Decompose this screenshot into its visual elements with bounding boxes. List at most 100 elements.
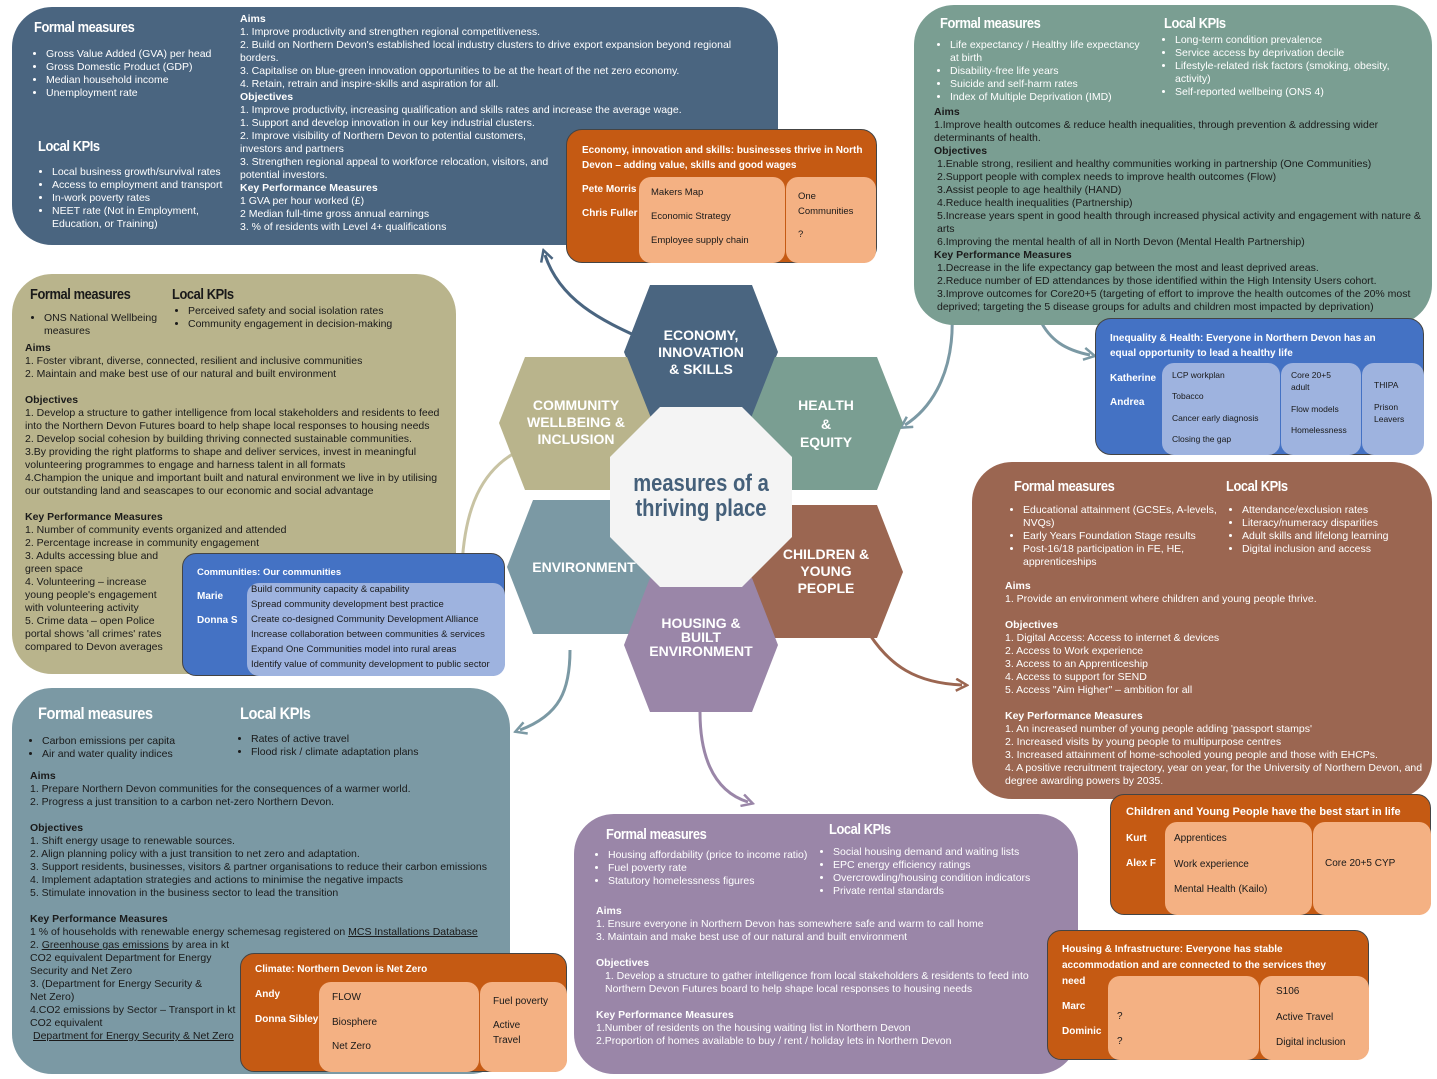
section-heading: Key Performance Measures — [240, 182, 378, 194]
owner-name: Andy — [255, 989, 280, 1000]
hex-label-line: WELLBEING & — [527, 414, 625, 430]
children-body: Aims 1. Provide an environment where chi… — [1005, 580, 1425, 788]
hex-housing-label: HOUSING & BUILT ENVIRONMENT — [624, 616, 778, 658]
health-kpi-title: Local KPIs — [1164, 15, 1226, 32]
kpm-text: by area in kt CO2 equivalent Department … — [30, 939, 230, 977]
list-item: 2 Median full-time gross annual earnings — [240, 208, 430, 220]
hex-economy-label: ECONOMY, INNOVATION & SKILLS — [624, 327, 778, 378]
hex-health-label: HEALTH & EQUITY — [749, 397, 903, 451]
environment-kpm-3: 3. (Department for Energy Security & Net… — [30, 978, 203, 1003]
list-item: 1.Improve health outcomes & reduce healt… — [934, 119, 1379, 144]
list-item: 1 GVA per hour worked (£) — [240, 195, 365, 207]
card-item: Build community capacity & capability — [251, 584, 410, 595]
list-item: Gross Value Added (GVA) per head — [46, 48, 236, 61]
health-objectives: 1.Enable strong, resilient and healthy c… — [934, 158, 1428, 249]
owner-name: Marc — [1062, 1001, 1086, 1012]
card-item: Mental Health (Kailo) — [1174, 884, 1268, 895]
section-heading: Aims — [1005, 580, 1031, 592]
children-aims: 1. Provide an environment where children… — [1005, 593, 1425, 606]
housing-kpm: 1.Number of residents on the housing wai… — [596, 1022, 1066, 1048]
economy-card-col2: One Communities ? — [786, 177, 876, 263]
economy-objectives: 1. Improve productivity, increasing qual… — [240, 104, 760, 182]
arrow-health-card — [1038, 319, 1090, 355]
list-item: 4. Access to support for SEND — [1005, 671, 1147, 683]
health-card-col2: Core 20+5 adult Flow models Homelessness — [1281, 363, 1361, 455]
children-card-col2: Core 20+5 CYP — [1313, 822, 1431, 915]
list-item: 3.By providing the right platforms to sh… — [25, 446, 417, 471]
hex-housing[interactable] — [624, 578, 778, 712]
health-formal-list: Life expectancy / Healthy life expectanc… — [936, 39, 1150, 104]
hex-label-line: ECONOMY, — [663, 327, 739, 343]
arrow-environment — [520, 649, 572, 730]
list-item: Private rental standards — [833, 885, 1078, 898]
card-item: Create co-designed Community Development… — [251, 614, 479, 625]
list-item: Unemployment rate — [46, 87, 236, 100]
card-title: Inequality & Health: Everyone in Norther… — [1110, 333, 1376, 344]
list-item: 2. Improve visibility of Northern Devon … — [240, 130, 526, 155]
list-item: Perceived safety and social isolation ra… — [188, 305, 456, 318]
card-title: Climate: Northern Devon is Net Zero — [255, 964, 428, 975]
card-title: Housing & Infrastructure: Everyone has s… — [1062, 944, 1283, 955]
list-item: 2. Build on Northern Devon's established… — [240, 39, 732, 64]
list-item: 4. Retain, retrain and inspire-skills an… — [240, 78, 499, 90]
owner-name: Donna Sibley — [255, 1014, 319, 1025]
housing-kpi-list: Social housing demand and waiting lists … — [819, 846, 1078, 898]
hex-label-line: & — [820, 416, 832, 432]
environment-panel: Formal measures Carbon emissions per cap… — [12, 688, 510, 1074]
list-item: 1. Develop a structure to gather intelli… — [25, 407, 440, 432]
section-heading: Objectives — [596, 957, 650, 969]
hex-label-line: PEOPLE — [797, 580, 855, 596]
list-item: 2. Increased visits by young people to m… — [1005, 736, 1282, 748]
list-item: 3. Strengthen regional appeal to workfor… — [240, 156, 549, 181]
card-item: Economic Strategy — [651, 211, 731, 222]
housing-card-col2: S106 Active Travel Digital inclusion — [1260, 976, 1369, 1060]
list-item: 2. Access to Work experience — [1005, 645, 1144, 657]
community-aims: 1. Foster vibrant, diverse, connected, r… — [25, 355, 450, 381]
list-item: Flood risk / climate adaptation plans — [251, 746, 491, 759]
children-kpi-title: Local KPIs — [1226, 478, 1288, 495]
card-item: Spread community development best practi… — [251, 599, 444, 610]
mcs-database-link[interactable]: MCS Installations Database — [348, 926, 478, 938]
list-item: 2. Percentage increase in community enga… — [25, 537, 260, 549]
list-item: 3. Maintain and make best use of our nat… — [596, 931, 908, 943]
environment-card-col1: FLOW Biosphere Net Zero — [319, 982, 479, 1072]
community-kpm: 1. Number of community events organized … — [25, 524, 450, 654]
list-item: 3.Assist people to age healthily (HAND) — [937, 184, 1122, 196]
owner-name: Alex F — [1126, 858, 1157, 869]
health-card-col1: LCP workplan Tobacco Cancer early diagno… — [1162, 363, 1280, 455]
housing-panel: Formal measures Housing affordability (p… — [574, 814, 1078, 1074]
environment-aims: 1. Prepare Northern Devon communities fo… — [30, 783, 508, 809]
community-card-items: Build community capacity & capability Sp… — [247, 583, 505, 676]
list-item: 2. Maintain and make best use of our nat… — [25, 368, 337, 380]
list-item: Post-16/18 participation in FE, HE, appr… — [1023, 543, 1228, 569]
list-item: 5. Access "Aim Higher" – ambition for al… — [1005, 684, 1193, 696]
center-octagon — [610, 407, 792, 587]
card-item: ? — [1117, 1036, 1123, 1047]
section-heading: Objectives — [30, 822, 84, 834]
desnz-link[interactable]: Department for Energy Security & Net Zer… — [33, 1030, 234, 1042]
card-item: ? — [1117, 1011, 1123, 1022]
owner-name: Chris Fuller — [582, 208, 638, 219]
owner-name: Donna S — [197, 615, 238, 626]
card-item: Digital inclusion — [1276, 1037, 1346, 1048]
card-item: adult — [1291, 382, 1310, 392]
section-heading: Key Performance Measures — [934, 249, 1072, 261]
card-item: Apprentices — [1174, 833, 1227, 844]
list-item: Life expectancy / Healthy life expectanc… — [950, 39, 1150, 65]
ghg-emissions-link[interactable]: Greenhouse gas emissions — [41, 939, 169, 951]
card-item: Prison — [1374, 402, 1399, 412]
environment-kpm-4: 4.CO2 emissions by Sector – Transport in… — [30, 1004, 236, 1029]
section-heading: Aims — [934, 106, 960, 118]
housing-body: Aims 1. Ensure everyone in Northern Devo… — [596, 905, 1066, 1048]
section-heading: Objectives — [25, 394, 79, 406]
community-formal-title: Formal measures — [30, 286, 131, 303]
list-item: Rates of active travel — [251, 733, 491, 746]
section-heading: Aims — [596, 905, 622, 917]
card-item: LCP workplan — [1172, 370, 1225, 380]
list-item: 1. Improve productivity and strengthen r… — [240, 26, 540, 38]
list-item: 2. Develop social cohesion by building t… — [25, 433, 412, 445]
hex-economy[interactable] — [624, 285, 778, 418]
list-item: 5. Crime data – open Police portal shows… — [25, 615, 163, 653]
center-title-line: thriving place — [635, 495, 767, 522]
card-item: Expand One Communities model into rural … — [251, 644, 457, 655]
